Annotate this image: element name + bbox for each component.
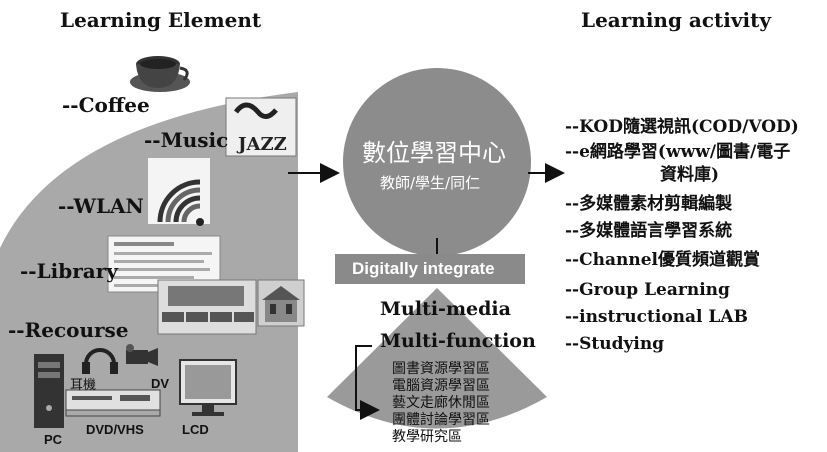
learning-element-header: Learning Element [60,8,262,32]
label-lcd: LCD [182,422,209,437]
zone-item: 教學研究區 [392,429,462,445]
jazz-logo-text: JAZZ [236,134,287,155]
activity-item: --KOD隨選視訊(COD/VOD) [565,117,799,137]
activity-item: --多媒體素材剪輯編製 [565,194,733,214]
multi-function-label: Multi-function [380,330,536,352]
zone-item: 藝文走廊休閒區 [392,395,490,411]
coffee-cup-icon [130,56,190,92]
building-photo-icon [257,279,305,327]
label-dvd-vhs: DVD/VHS [86,422,144,437]
digitally-integrate-label: Digitally integrate [352,259,495,278]
zone-item: 圖書資源學習區 [392,361,490,377]
activity-item: --instructional LAB [565,307,748,327]
element-wlan: --WLAN [58,194,144,218]
video-camera-icon [126,344,158,366]
activity-item: --多媒體語言學習系統 [565,221,733,241]
label-pc: PC [44,432,63,447]
element-coffee: --Coffee [62,93,150,117]
label-headphones: 耳機 [70,377,97,392]
activity-item: 資料庫) [660,165,720,185]
center-title: 數位學習中心 [362,139,506,167]
headphones-icon [82,348,118,374]
element-recourse: --Recourse [8,318,129,342]
learning-activity-header: Learning activity [581,8,771,32]
wlan-signal-icon [148,158,210,226]
jazz-logo-icon: JAZZ [225,97,297,157]
activity-item: --Studying [565,334,665,354]
activity-item: --e網路學習(www/圖書/電子 [565,142,791,162]
zone-item: 團體討論學習區 [392,412,490,428]
zone-item: 電腦資源學習區 [392,378,490,394]
activity-item: --Channel優質頻道觀賞 [565,250,761,270]
element-music: --Music [144,128,229,152]
multi-media-label: Multi-media [380,298,511,320]
dvd-vhs-player-icon [65,389,161,417]
label-dv: DV [151,376,170,391]
lcd-monitor-icon [179,359,237,416]
learning-center-circle [343,68,531,256]
element-library: --Library [20,259,118,283]
center-subtitle: 教師/學生/同仁 [380,174,481,192]
resource-portal-thumbnail [157,279,257,335]
pc-tower-icon [34,354,64,428]
activity-item: --Group Learning [565,280,730,300]
digitally-integrate-bar [335,254,525,284]
zones-fan [327,288,547,429]
zone-bracket-arrow [355,345,380,420]
